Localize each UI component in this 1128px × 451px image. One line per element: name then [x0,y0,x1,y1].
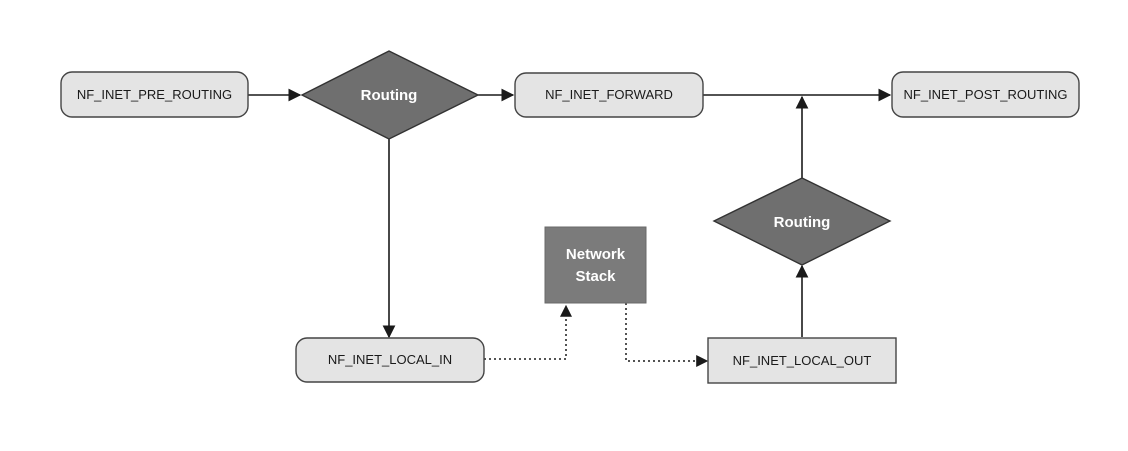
routing-right-diamond: Routing [712,177,892,266]
routing-right-label: Routing [774,214,831,231]
connectors [248,88,892,367]
local-out-label: NF_INET_LOCAL_OUT [733,353,872,368]
local-in-label: NF_INET_LOCAL_IN [328,352,452,367]
network-stack-label-line1: Network [566,246,626,263]
dotted-arrow-local-in-to-network-stack [484,304,572,360]
pre-routing-label: NF_INET_PRE_ROUTING [77,87,232,102]
local-out-node: NF_INET_LOCAL_OUT [707,337,897,384]
routing-top-label: Routing [361,87,418,104]
network-stack-node: Network Stack [544,226,647,304]
forward-label: NF_INET_FORWARD [545,87,673,102]
pre-routing-node: NF_INET_PRE_ROUTING [60,71,249,118]
dotted-arrow-network-stack-to-local-out [625,303,709,367]
routing-top-diamond: Routing [300,50,480,140]
network-stack-label-line2: Stack [575,268,616,285]
local-in-node: NF_INET_LOCAL_IN [295,337,485,383]
forward-node: NF_INET_FORWARD [514,72,704,118]
post-routing-node: NF_INET_POST_ROUTING [891,71,1080,118]
post-routing-label: NF_INET_POST_ROUTING [904,87,1068,102]
